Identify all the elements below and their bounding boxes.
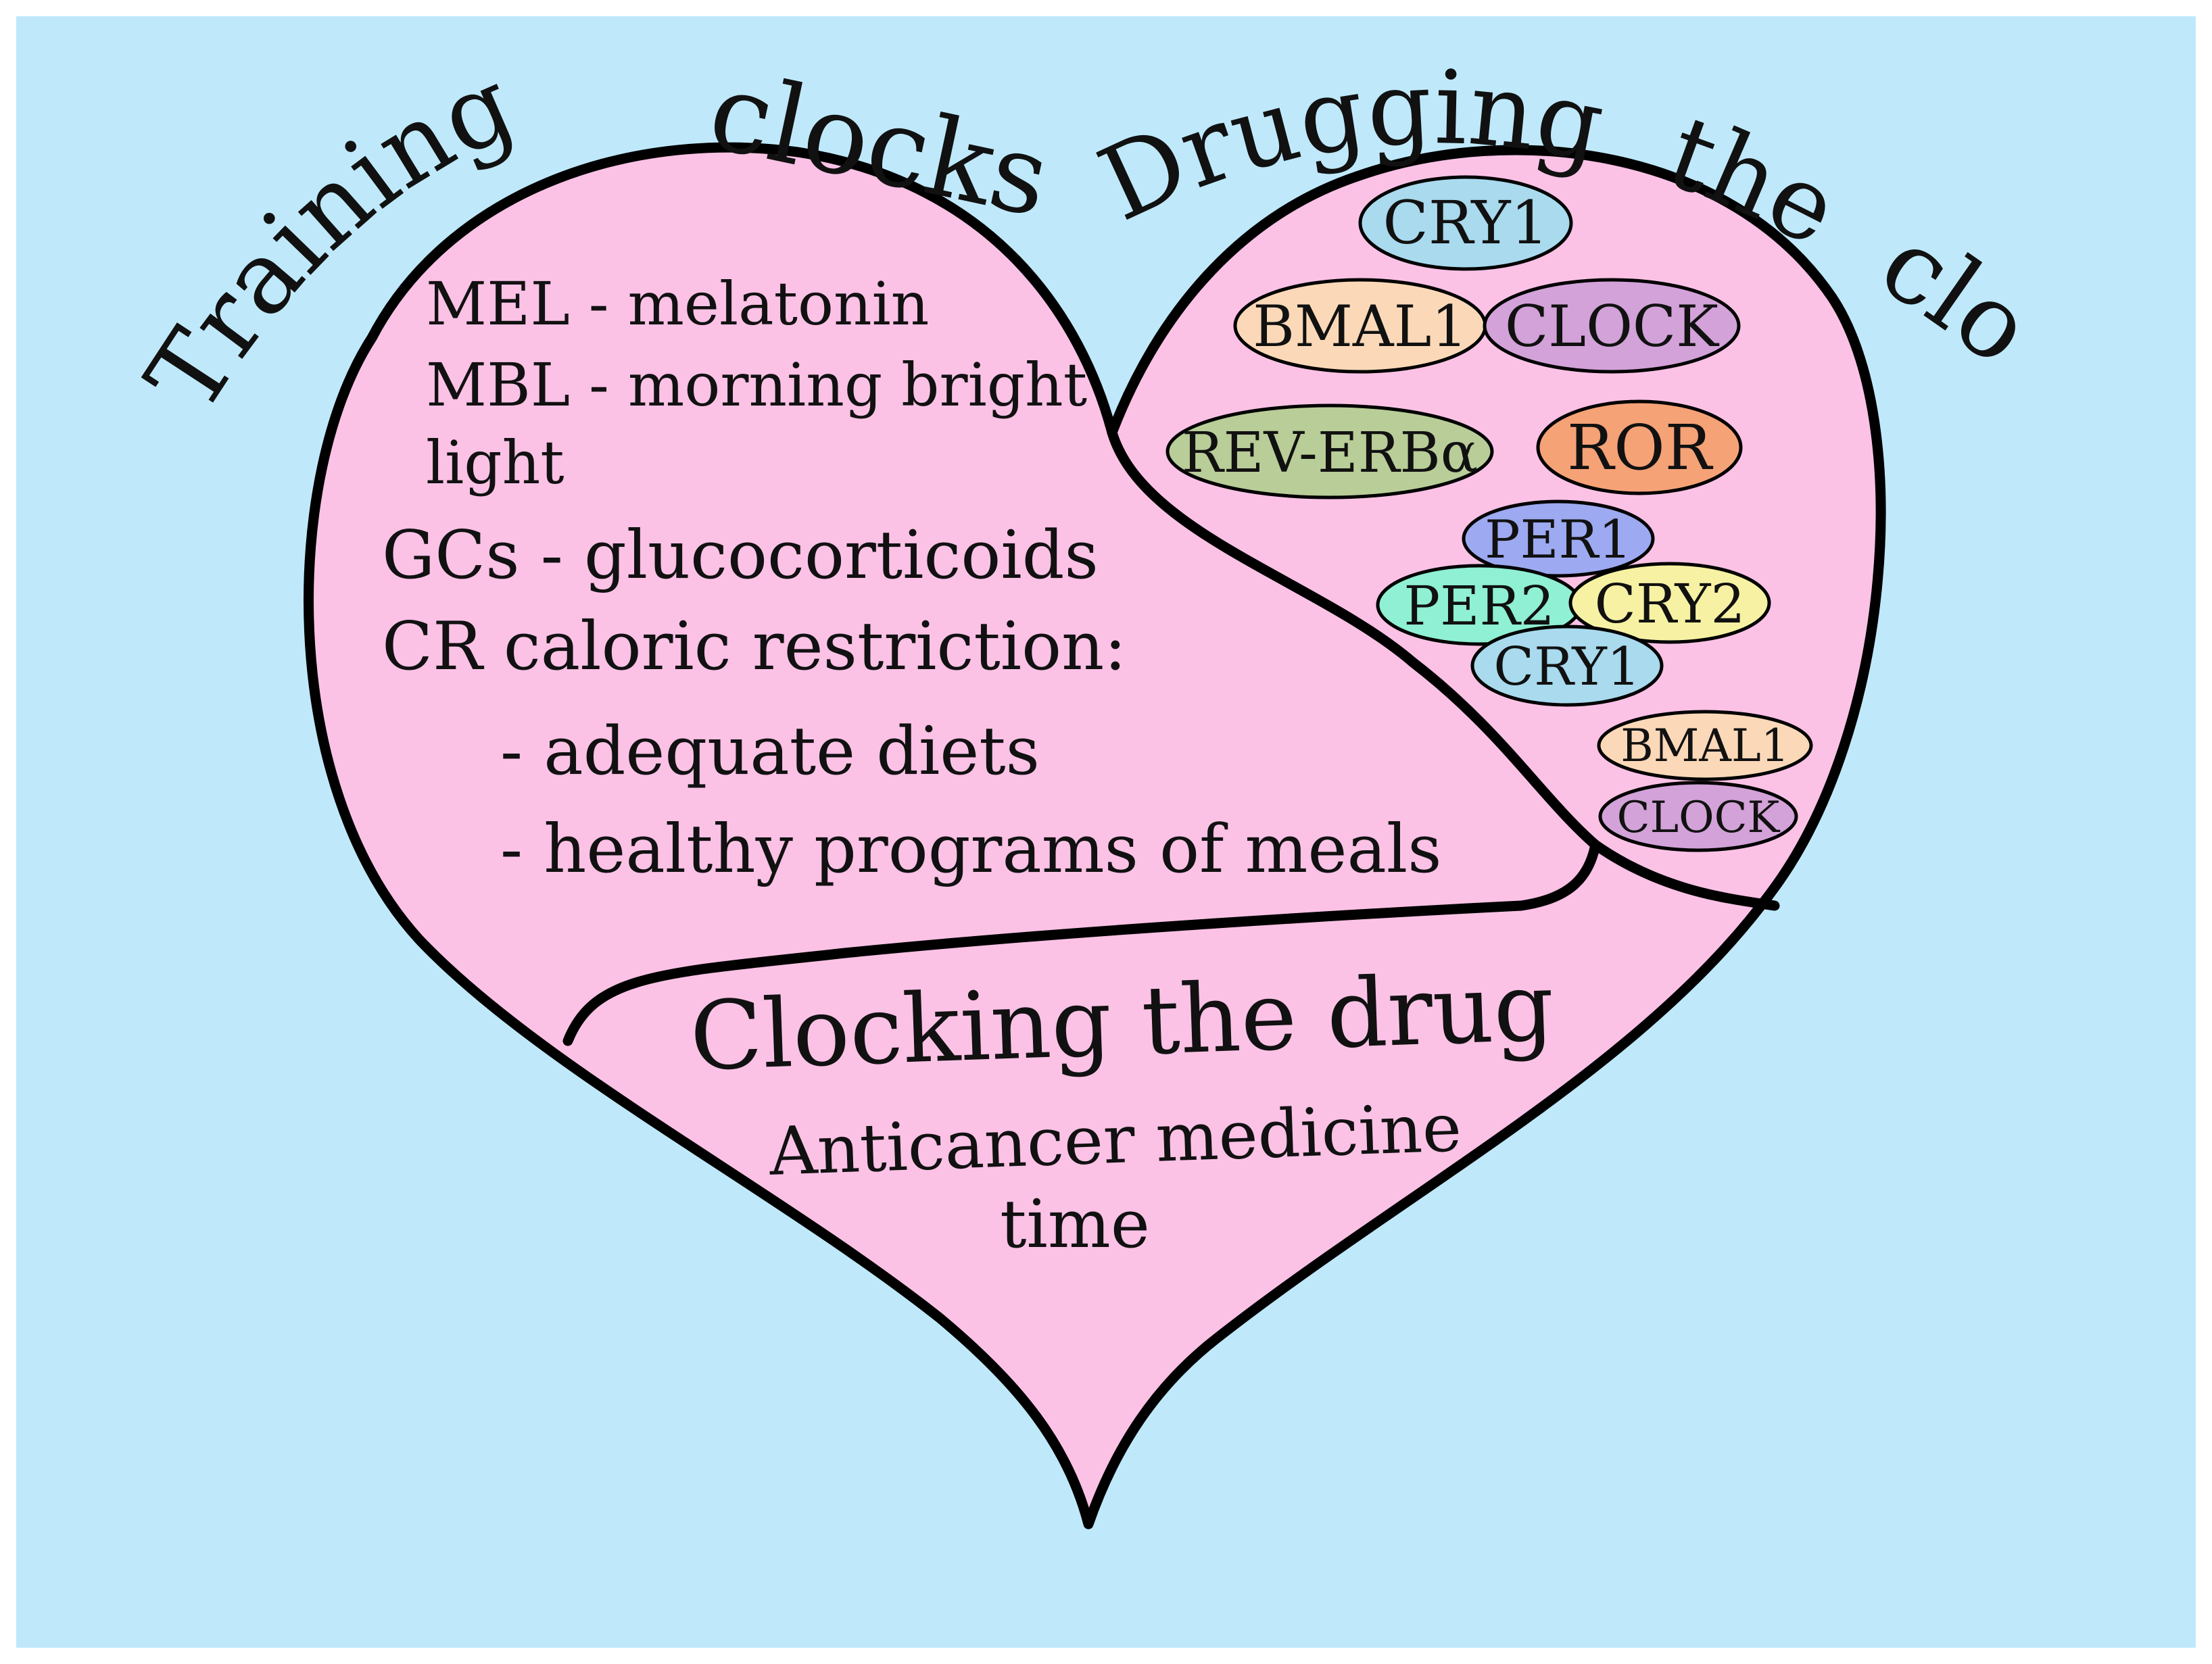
time-label: time <box>1000 1186 1150 1263</box>
list-item: GCs - glucocorticoids <box>382 517 1099 594</box>
divider-bottom <box>562 839 1601 1046</box>
list-item: - adequate diets <box>500 713 1040 790</box>
list-item: - healthy programs of meals <box>500 811 1442 888</box>
protein-label: CLOCK <box>1617 793 1781 843</box>
protein-label: PER2 <box>1403 574 1554 637</box>
protein-label: CRY2 <box>1595 572 1746 635</box>
protein-label: CRY1 <box>1493 637 1640 698</box>
protein-ellipse <box>1597 710 1813 781</box>
protein-label: REV-ERBα <box>1182 421 1478 485</box>
list-item: MEL - melatonin <box>426 269 929 339</box>
clock-proteins: CRY1 BMAL1 CLOCK REV-ERBα ROR PER1 PER2 <box>1165 175 1813 852</box>
protein-ror: ROR <box>1536 399 1743 495</box>
protein-ellipse <box>1536 399 1743 495</box>
protein-label: PER1 <box>1485 510 1632 570</box>
protein-cry1-top: CRY1 <box>1358 175 1573 271</box>
protein-ellipse <box>1598 781 1798 852</box>
protein-clock-lower: CLOCK <box>1598 781 1798 852</box>
protein-label: ROR <box>1567 412 1714 484</box>
protein-ellipse <box>1470 625 1664 707</box>
protein-bmal1-top: BMAL1 <box>1233 278 1487 374</box>
protein-ellipse <box>1462 499 1655 578</box>
protein-per2: PER2 <box>1376 564 1583 646</box>
protein-cry2: CRY2 <box>1568 562 1771 644</box>
heart-shape <box>304 142 1886 1530</box>
protein-label: BMAL1 <box>1620 720 1789 772</box>
protein-rev-erb-alpha: REV-ERBα <box>1165 403 1494 499</box>
protein-ellipse <box>1483 278 1741 374</box>
protein-bmal1-lower: BMAL1 <box>1597 710 1813 781</box>
protein-cry1-middle: CRY1 <box>1470 625 1664 707</box>
list-item: MBL - morning bright <box>426 350 1087 420</box>
list-item: light <box>426 428 564 497</box>
protein-ellipse <box>1165 403 1494 499</box>
protein-per1: PER1 <box>1462 499 1655 578</box>
protein-label: CLOCK <box>1505 293 1720 360</box>
list-item: CR caloric restriction: <box>382 608 1126 685</box>
protein-ellipse <box>1568 562 1771 644</box>
protein-label: CRY1 <box>1383 188 1549 258</box>
protein-clock-top: CLOCK <box>1483 278 1741 374</box>
divider-diagonal <box>1107 427 1780 911</box>
training-clocks-list: MEL - melatonin MBL - morning bright lig… <box>382 269 1442 888</box>
protein-label: BMAL1 <box>1253 293 1468 360</box>
protein-ellipse <box>1358 175 1573 271</box>
